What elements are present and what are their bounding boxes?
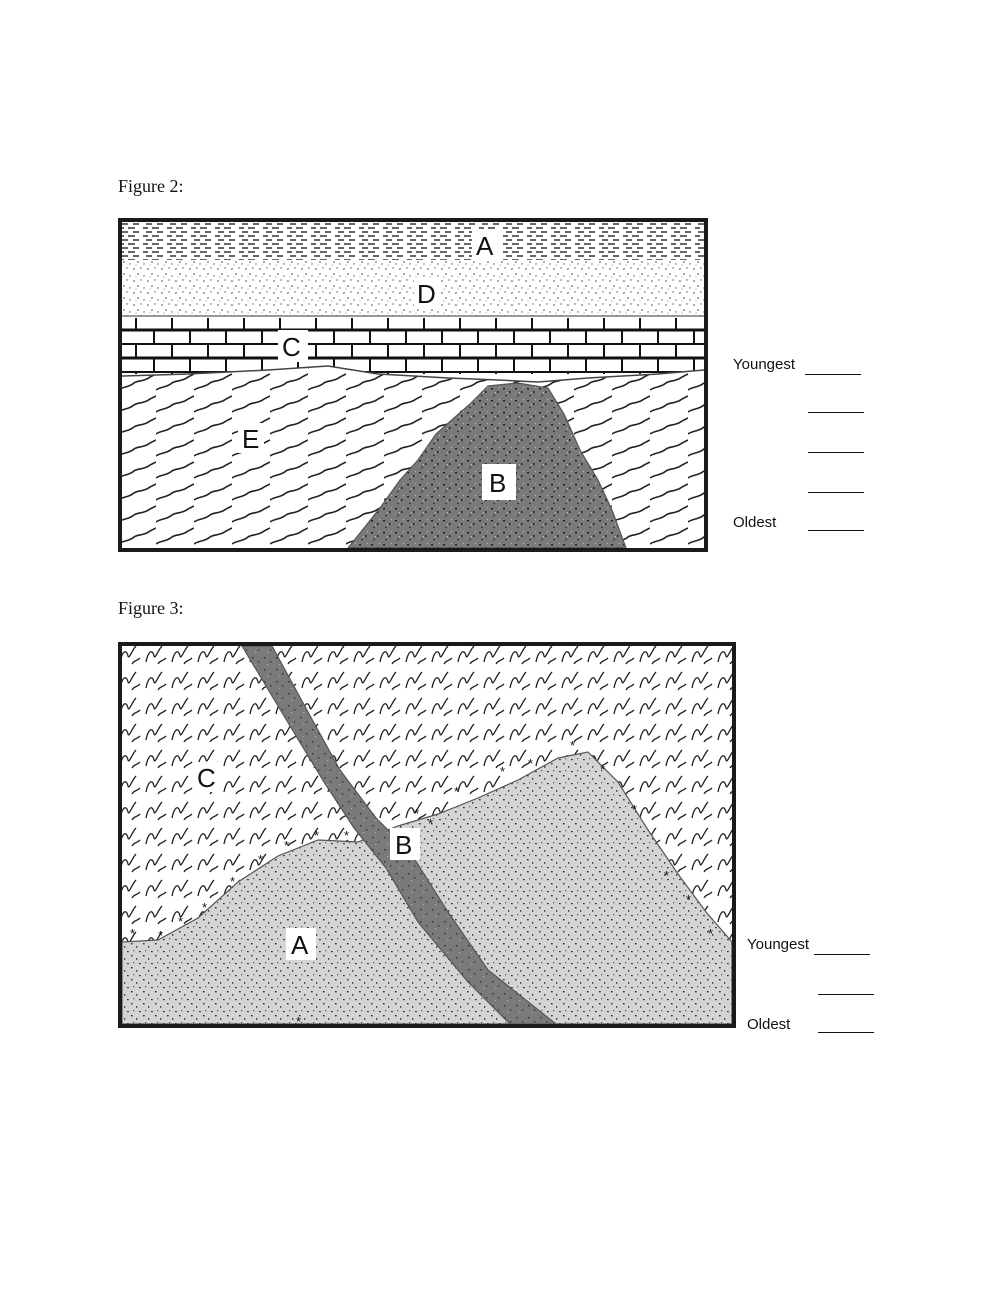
layer-d-sandstone xyxy=(122,260,704,316)
figure-2-oldest-label: Oldest xyxy=(733,514,777,531)
svg-text:*: * xyxy=(500,764,505,779)
label-e: E xyxy=(242,424,259,454)
label-d: D xyxy=(417,279,436,309)
svg-text:*: * xyxy=(344,828,349,843)
svg-text:*: * xyxy=(528,756,533,771)
label-a: A xyxy=(291,930,309,960)
svg-text:*: * xyxy=(454,784,459,799)
figure-3-oldest-label: Oldest xyxy=(747,1016,791,1033)
label-a: A xyxy=(476,231,494,261)
figure-2-youngest-label: Youngest xyxy=(733,356,796,373)
figure-3-blank-3[interactable] xyxy=(818,1032,874,1033)
svg-text:*: * xyxy=(600,762,605,777)
svg-text:*: * xyxy=(314,828,319,843)
figure-3-frame xyxy=(118,642,736,1028)
svg-text:*: * xyxy=(130,926,135,941)
label-c: C xyxy=(197,763,216,793)
figure-3-diagram: * * * * * * * * * * * * * * * * * * * * … xyxy=(118,642,736,1028)
figure-2-blank-5[interactable] xyxy=(808,530,864,531)
svg-text:*: * xyxy=(202,900,207,915)
figure-2-diagram: A D C E B xyxy=(118,218,708,552)
svg-text:*: * xyxy=(414,806,419,821)
figure-2-blank-4[interactable] xyxy=(808,492,864,493)
layer-a-shale xyxy=(122,222,704,260)
figure-2-caption: Figure 2: xyxy=(118,176,184,196)
svg-text:*: * xyxy=(230,874,235,889)
svg-text:*: * xyxy=(284,838,289,853)
label-b: B xyxy=(395,830,412,860)
figure-2-frame xyxy=(118,218,708,552)
svg-text:*: * xyxy=(632,802,637,817)
svg-text:*: * xyxy=(664,868,669,883)
label-c: C xyxy=(282,332,301,362)
svg-text:*: * xyxy=(708,926,713,941)
figure-2-blank-1[interactable] xyxy=(805,374,861,375)
contact-metamorphism-marks: * * * * * * * * * * * * * * * * * * * * … xyxy=(130,738,713,1028)
figure-3-blank-1[interactable] xyxy=(814,954,870,955)
layer-c-limestone xyxy=(122,318,704,374)
figure-3-blank-2[interactable] xyxy=(818,994,874,995)
svg-text:*: * xyxy=(178,914,183,929)
svg-text:*: * xyxy=(570,738,575,753)
label-b: B xyxy=(489,468,506,498)
svg-text:*: * xyxy=(428,816,433,831)
figure-2-blank-2[interactable] xyxy=(808,412,864,413)
svg-text:*: * xyxy=(258,852,263,867)
svg-text:*: * xyxy=(686,892,691,907)
figure-2-blank-3[interactable] xyxy=(808,452,864,453)
svg-text:*: * xyxy=(158,928,163,943)
figure-3-youngest-label: Youngest xyxy=(747,936,810,953)
figure-3-caption: Figure 3: xyxy=(118,598,184,618)
svg-text:*: * xyxy=(296,1014,301,1028)
